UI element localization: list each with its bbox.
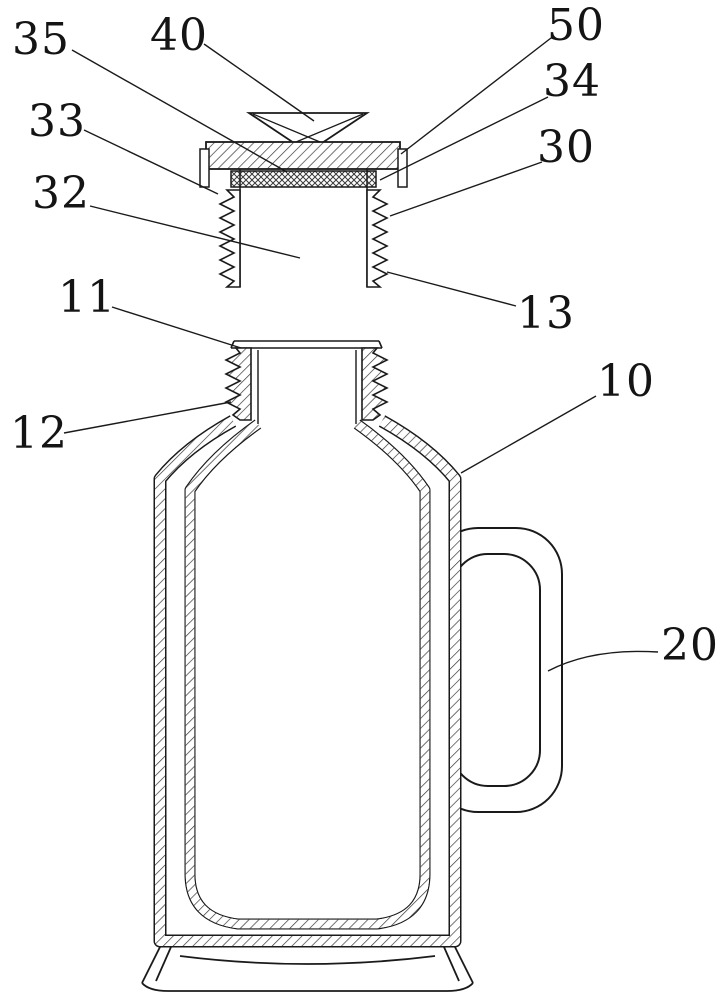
ref-label-33: 33 (28, 96, 86, 147)
cap-top-plate (205, 141, 401, 170)
leader-32 (89, 205, 301, 259)
leader-34 (379, 96, 549, 181)
leader-40 (203, 43, 315, 122)
ref-label-20: 20 (661, 620, 719, 671)
leader-11 (111, 306, 242, 349)
cap-thread-skirt-left (218, 189, 241, 288)
handle (431, 527, 563, 813)
neck-thread-left (224, 347, 252, 421)
leader-13 (386, 271, 517, 307)
leader-10 (460, 395, 597, 474)
outer-shell-wall (153, 415, 462, 948)
ref-label-50: 50 (547, 0, 605, 51)
bottle-silhouette (137, 339, 477, 993)
leader-lines (63, 37, 659, 672)
leader-35 (71, 49, 288, 173)
bottle-body (141, 340, 474, 992)
ref-label-10: 10 (597, 356, 655, 407)
ref-label-35: 35 (12, 14, 70, 65)
leader-12 (63, 401, 232, 434)
cap-thread-skirt-right (366, 189, 389, 288)
leader-33 (83, 129, 219, 195)
leader-30 (389, 161, 543, 217)
cap-funnel (246, 112, 370, 144)
ref-label-32: 32 (32, 168, 90, 219)
seal-mesh-band (230, 170, 377, 188)
ref-label-40: 40 (150, 10, 208, 61)
ref-label-30: 30 (537, 122, 595, 173)
cap-assembly (199, 112, 408, 288)
cap-side-clip-left (199, 148, 210, 188)
base-flare (141, 946, 474, 992)
neck-rim (230, 340, 383, 349)
ref-label-34: 34 (543, 56, 601, 107)
ref-label-12: 12 (10, 408, 68, 459)
ref-label-13: 13 (517, 288, 575, 339)
leader-50 (400, 37, 552, 155)
handle-inner-outline (451, 553, 541, 787)
liner-neck-edges (257, 350, 357, 424)
leader-20 (547, 650, 659, 672)
cap-side-clip-right (397, 148, 408, 188)
inner-liner-wall (184, 419, 431, 930)
neck-thread-right (361, 347, 389, 421)
ref-label-11: 11 (58, 272, 116, 323)
